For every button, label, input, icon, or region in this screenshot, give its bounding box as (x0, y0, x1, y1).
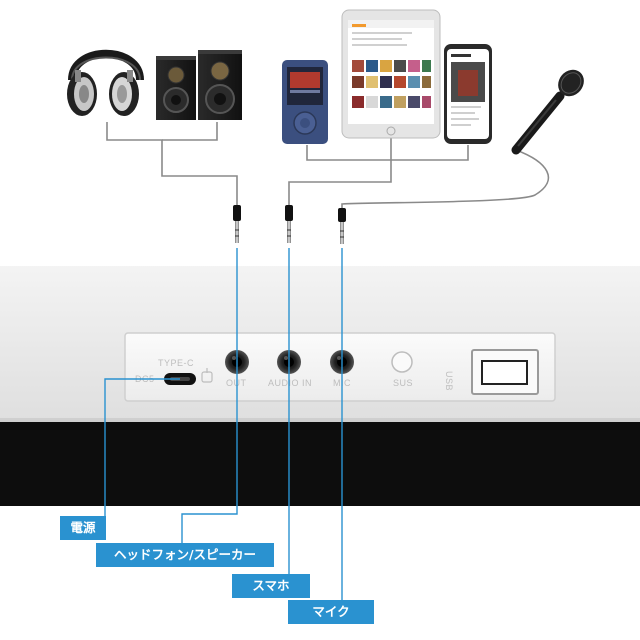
power-icon (201, 368, 213, 383)
usb-port (471, 349, 539, 395)
label-smartphone: スマホ (232, 574, 310, 598)
sus-label: SUS (393, 378, 413, 388)
device-cables (106, 122, 550, 210)
cable-music-player (306, 138, 392, 161)
microphone-icon (511, 69, 584, 155)
leader-lines (104, 248, 343, 612)
music-player-icon (282, 60, 328, 144)
label-headphone-speaker: ヘッドフォン/スピーカー (96, 543, 274, 567)
label-power: 電源 (60, 516, 106, 540)
keys-strip (0, 420, 640, 506)
leader-out (181, 248, 238, 555)
plug-out (233, 205, 241, 243)
cable-tablet (288, 160, 392, 205)
typec-label: TYPE-C (158, 358, 194, 368)
plug-audio-in (285, 205, 293, 243)
cable-smartphone (391, 145, 469, 161)
plug-mic (338, 208, 346, 244)
smartphone-icon (444, 44, 492, 144)
cable-microphone (341, 149, 550, 210)
leader-power (104, 378, 180, 528)
headphone-icon (67, 49, 144, 116)
label-microphone: マイク (288, 600, 374, 624)
usb-label: USB (444, 371, 454, 391)
audio-in-label: AUDIO IN (268, 378, 312, 388)
speakers-icon (156, 50, 242, 120)
out-label: OUT (226, 378, 247, 388)
tablet-icon (341, 9, 441, 139)
cable-speakers (162, 122, 218, 141)
cable-headphone (106, 122, 238, 205)
sus-jack (391, 351, 413, 373)
